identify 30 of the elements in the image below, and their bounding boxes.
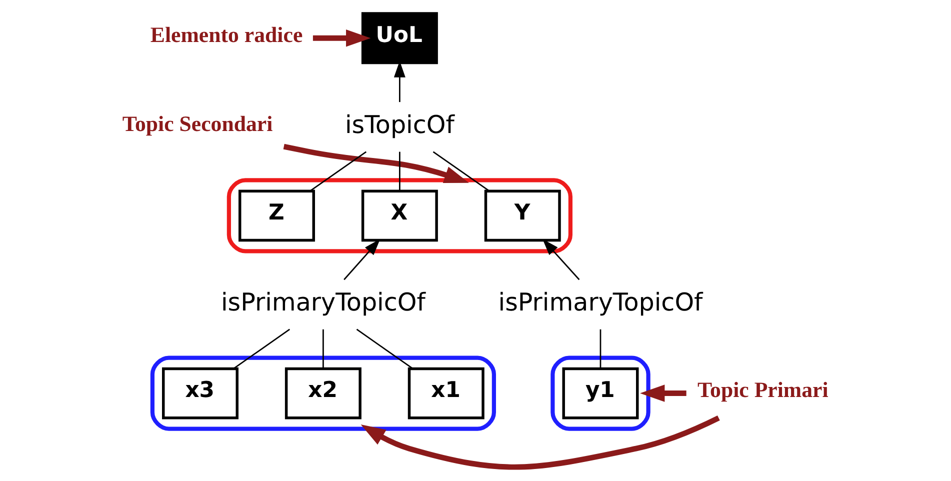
connector [432, 151, 490, 192]
node-text: Topic Primari [697, 378, 828, 402]
connector [600, 329, 602, 368]
node-box: Y [484, 190, 561, 242]
connector [399, 152, 400, 191]
arrow [640, 384, 686, 402]
node-text: isTopicOf [344, 110, 454, 139]
cluster [550, 356, 650, 431]
arrow [360, 416, 720, 470]
arrow [344, 239, 380, 280]
connector [356, 328, 413, 369]
arrow [283, 144, 469, 184]
node-box: y1 [562, 367, 639, 420]
connector [233, 328, 290, 369]
arrow [312, 30, 371, 47]
node-text: Elemento radice [150, 22, 303, 47]
node-box: x3 [162, 367, 238, 420]
cluster [226, 178, 572, 254]
node-text: isPrimaryTopicOf [220, 288, 426, 317]
node-box: UoL [361, 12, 438, 64]
node-box: x2 [284, 367, 362, 420]
node-box: X [361, 190, 438, 242]
arrow [542, 239, 580, 280]
node-box: x1 [408, 367, 484, 420]
node-text: isPrimaryTopicOf [498, 288, 703, 317]
node-box: Z [238, 190, 315, 242]
connector [322, 329, 324, 368]
cluster [150, 356, 496, 431]
connector [310, 151, 367, 192]
node-text: Topic Secondari [122, 112, 273, 136]
